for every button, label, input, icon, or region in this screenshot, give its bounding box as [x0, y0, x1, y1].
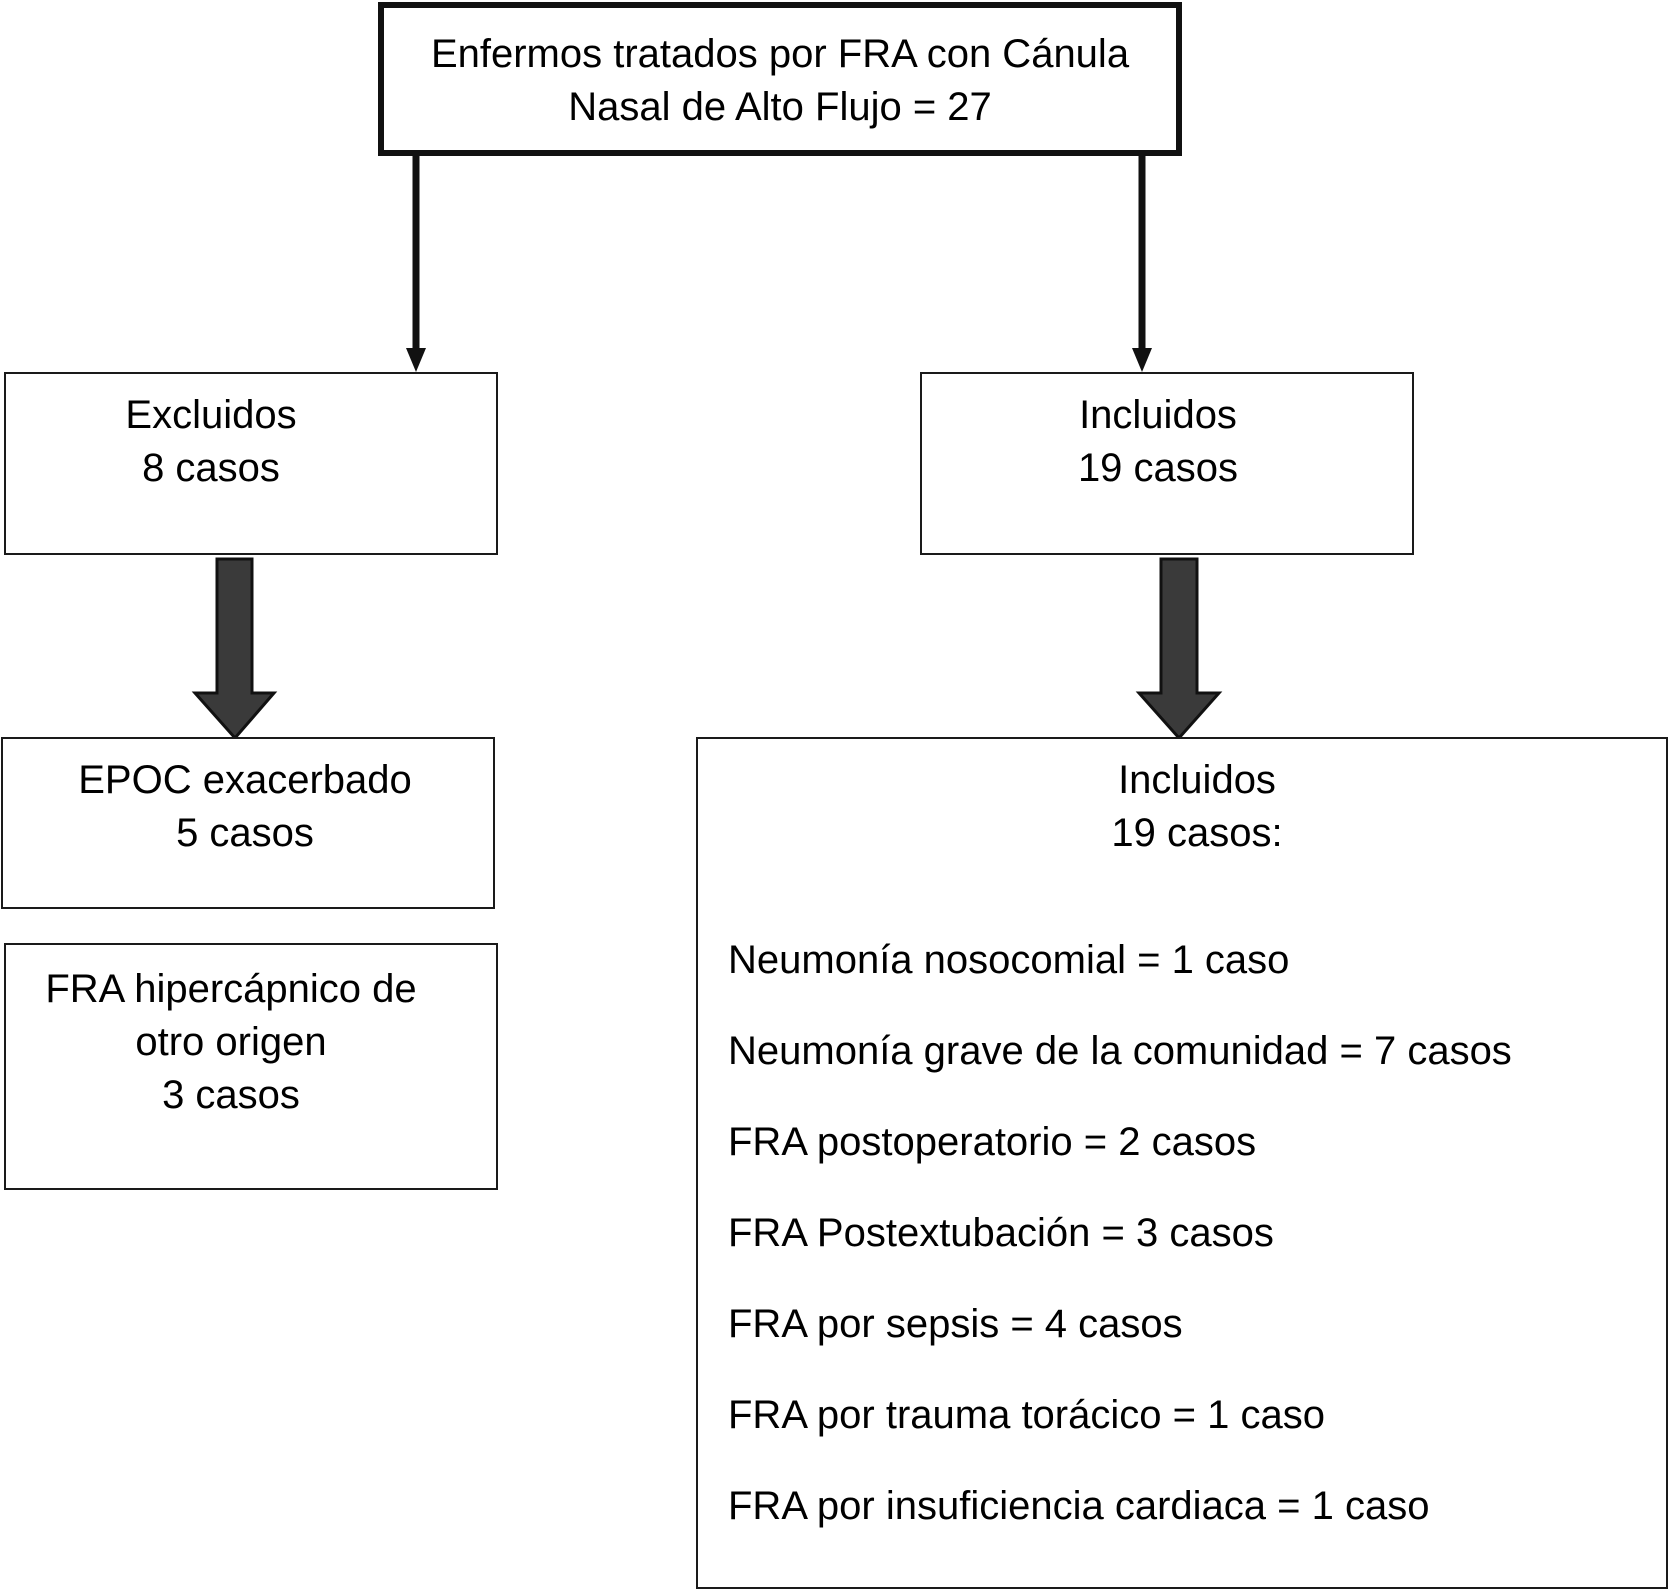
excluded-count: 8 casos — [142, 446, 280, 490]
detail-title: Incluidos — [1118, 758, 1276, 802]
hypercapnic-count: 3 casos — [162, 1073, 300, 1117]
arrow-to-excluded — [406, 156, 426, 372]
epoc-title: EPOC exacerbado — [78, 758, 412, 802]
list-item: Neumonía nosocomial = 1 caso — [728, 938, 1290, 982]
hypercapnic-box: FRA hipercápnico de otro origen 3 casos — [4, 943, 498, 1190]
included-detail-box: Incluidos 19 casos: Neumonía nosocomial … — [696, 737, 1668, 1589]
included-box: Incluidos 19 casos — [920, 372, 1414, 555]
epoc-box: EPOC exacerbado 5 casos — [1, 737, 495, 909]
block-arrow-excluded — [191, 557, 278, 741]
epoc-count: 5 casos — [176, 811, 314, 855]
arrow-to-included — [1132, 156, 1152, 372]
list-item: FRA por insuficiencia cardiaca = 1 caso — [728, 1484, 1430, 1528]
list-item: Neumonía grave de la comunidad = 7 casos — [728, 1029, 1512, 1073]
total-line-1: Enfermos tratados por FRA con Cánula — [430, 32, 1130, 76]
list-item: FRA por trauma torácico = 1 caso — [728, 1393, 1325, 1437]
list-item: FRA por sepsis = 4 casos — [728, 1302, 1183, 1346]
diagnosis-list: Neumonía nosocomial = 1 caso Neumonía gr… — [728, 937, 1512, 1574]
total-line-2: Nasal de Alto Flujo = 27 — [568, 85, 992, 129]
included-count: 19 casos — [1077, 446, 1239, 490]
total-patients-box: Enfermos tratados por FRA con Cánula Nas… — [378, 2, 1182, 156]
excluded-box: Excluidos 8 casos — [4, 372, 498, 555]
block-arrow-included — [1135, 557, 1223, 741]
hypercapnic-line-2: otro origen — [135, 1020, 327, 1064]
list-item: FRA postoperatorio = 2 casos — [728, 1120, 1257, 1164]
detail-count: 19 casos: — [1111, 811, 1283, 855]
hypercapnic-line-1: FRA hipercápnico de — [45, 967, 417, 1011]
included-title: Incluidos — [1079, 393, 1237, 437]
excluded-title: Excluidos — [125, 393, 297, 437]
list-item: FRA Postextubación = 3 casos — [728, 1211, 1274, 1255]
